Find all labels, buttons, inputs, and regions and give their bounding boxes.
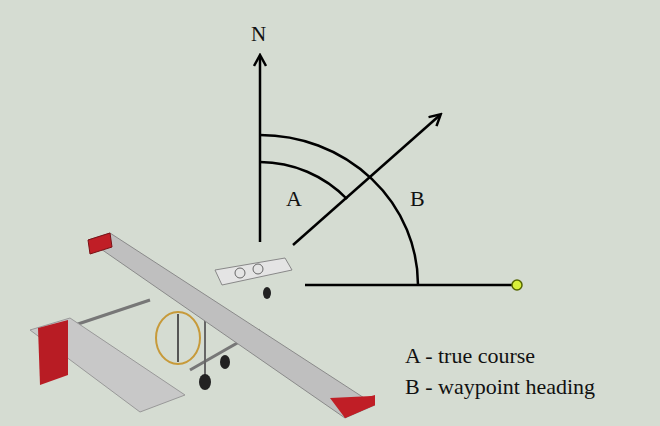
angle-arc-a: [260, 162, 347, 199]
airplane: [30, 233, 375, 418]
legend-note: B - waypoint heading: [405, 376, 595, 398]
course-arrow: [293, 115, 440, 245]
angle-label: B: [410, 188, 425, 210]
angle-arc-b: [260, 135, 418, 285]
north-arrow: [259, 56, 262, 242]
angle-label: A: [286, 188, 302, 210]
legend-note: A - true course: [405, 345, 535, 367]
north-label: N: [251, 24, 266, 45]
waypoint-line: [305, 284, 512, 287]
waypoint-dot: [512, 280, 522, 290]
